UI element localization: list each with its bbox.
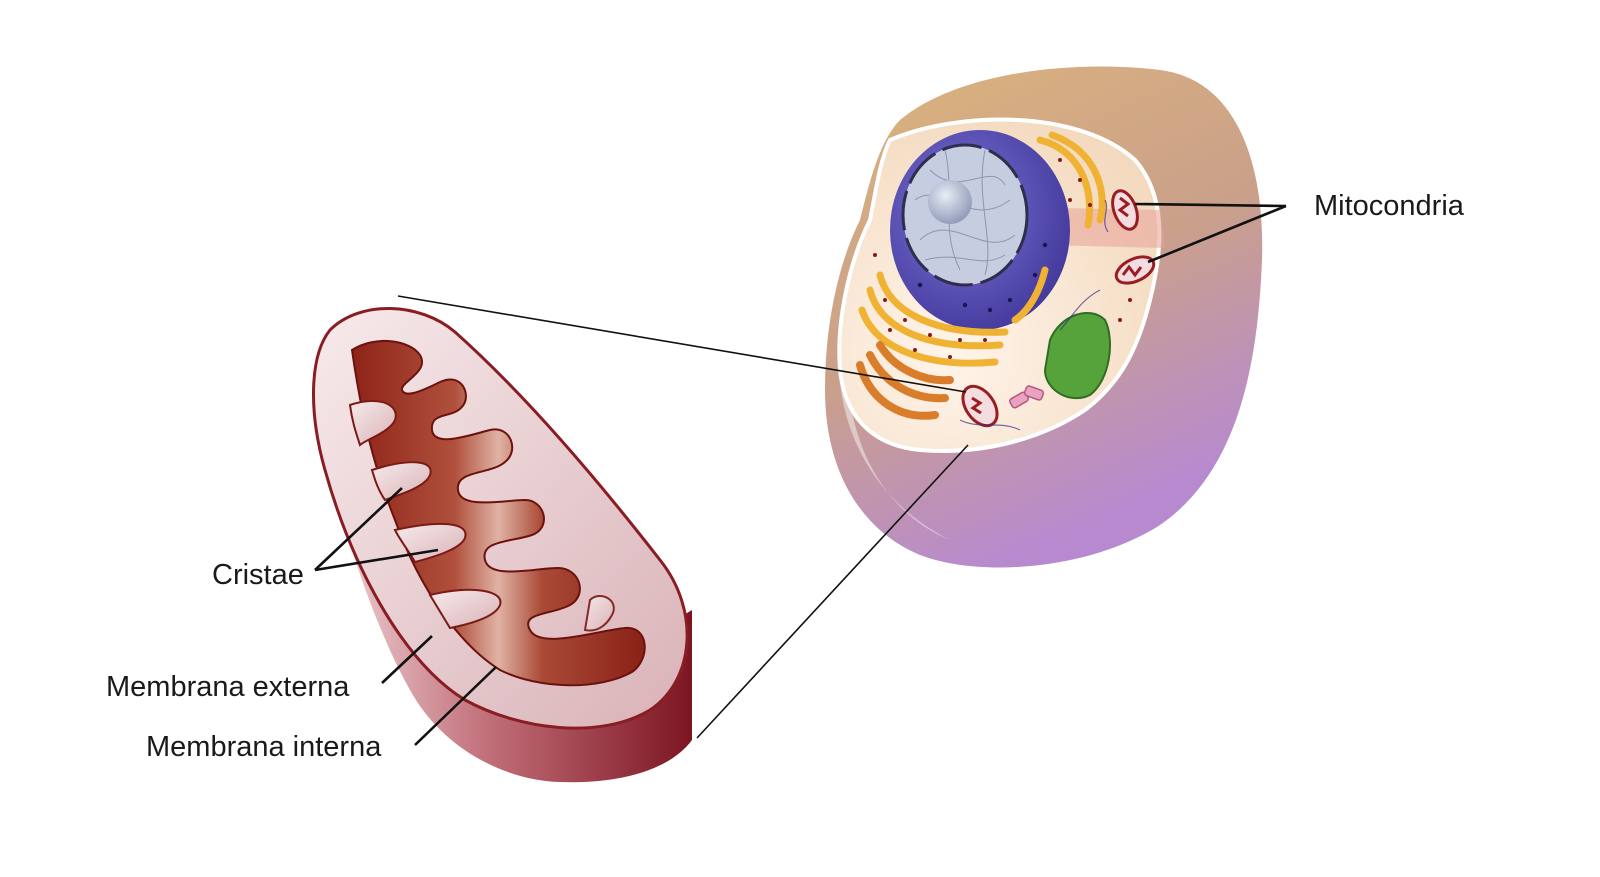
cytoskeleton: [959, 199, 1109, 431]
centrioles: [1009, 385, 1045, 409]
zoom-lines: [397, 295, 969, 739]
ribosomes: [873, 158, 1132, 359]
leader-cristae-2: [314, 548, 439, 572]
inner-membrane-matrix: [350, 339, 646, 687]
label-mitochondria: Mitocondria: [1314, 190, 1465, 222]
cell-mitochondrion-right: [1114, 255, 1156, 285]
mitochondrion-enlarged: [312, 307, 692, 783]
nuclear-pores: [917, 242, 1048, 313]
leader-cristae-1: [314, 487, 403, 571]
label-cristae: Cristae: [212, 559, 304, 591]
cell-mitochondrion-lower: [961, 384, 999, 428]
cristae-folds: [348, 400, 615, 632]
leader-outer-membrane: [381, 635, 433, 684]
leader-lines: [314, 202, 1287, 746]
leader-inner-membrane: [414, 666, 497, 746]
green-organelle: [1043, 311, 1111, 400]
leader-mitochondria-upper: [1134, 202, 1287, 208]
nucleolus: [928, 180, 972, 224]
label-inner-membrane: Membrana interna: [146, 731, 382, 763]
animal-cell: [825, 66, 1263, 568]
golgi-apparatus: [856, 341, 954, 420]
rough-er: [858, 131, 1106, 367]
label-outer-membrane: Membrana externa: [106, 671, 350, 703]
cell-mitochondrion-upper: [1111, 189, 1139, 231]
leader-mitochondria-lower: [1147, 204, 1287, 264]
